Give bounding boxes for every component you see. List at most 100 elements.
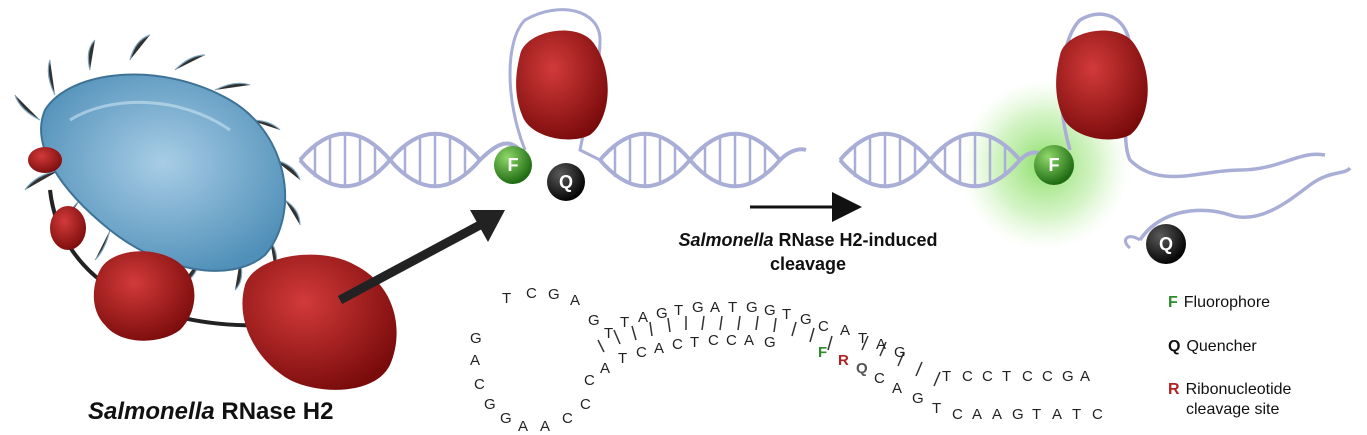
seq-bottom-base: C	[726, 332, 737, 349]
fluorophore-ball-released: F	[1034, 145, 1074, 185]
seq-top-base: A	[876, 336, 887, 353]
seq-top-base: T	[604, 325, 614, 342]
seq-tail-base: T	[1002, 368, 1012, 385]
process-caption: Salmonella RNase H2-induced cleavage	[652, 228, 964, 276]
legend-quencher-label: Quencher	[1186, 338, 1257, 355]
seq-top-base: G	[588, 312, 600, 329]
seq-bottom-base: A	[992, 406, 1003, 423]
seq-loop-base: A	[470, 352, 481, 369]
rnase-h2-enzyme-large	[242, 254, 397, 390]
seq-top-base: A	[840, 322, 851, 339]
seq-loop-base: G	[500, 410, 512, 427]
process-caption-line1-rest: RNase H2-induced	[773, 230, 938, 250]
seq-loop-base: A	[540, 418, 551, 435]
seq-top-base: C	[526, 285, 537, 302]
legend-fluorophore: F Fluorophore	[1168, 294, 1270, 312]
seq-bottom-base: C	[636, 344, 647, 361]
seq-bottom-base: A	[972, 406, 983, 423]
quencher-released-label: Q	[1159, 234, 1173, 254]
seq-loop-base: C	[474, 376, 485, 393]
seq-bottom-base: A	[600, 360, 611, 377]
fluorophore-released-label: F	[1049, 155, 1060, 175]
legend-quencher-key: Q	[1168, 338, 1181, 355]
salmonella-bacterium	[14, 34, 301, 291]
quencher-ball-label: Q	[559, 172, 573, 192]
legend-fluorophore-label: Fluorophore	[1183, 294, 1271, 311]
seq-top-base: T	[858, 330, 868, 347]
seq-fluorophore-marker: F	[818, 344, 828, 361]
rnase-h2-enzyme-probe-left	[516, 30, 608, 140]
bacterium-caption-organism: Salmonella	[88, 398, 215, 425]
seq-tail-base: T	[942, 368, 952, 385]
seq-bottom-base: C	[1092, 406, 1103, 423]
seq-bottom-base: A	[744, 332, 755, 349]
bacterium-caption-enzyme: RNase H2	[221, 398, 334, 425]
seq-bottom-base: A	[1052, 406, 1063, 423]
seq-top-base: T	[674, 302, 684, 319]
rnase-h2-enzyme-small-2	[50, 206, 86, 250]
seq-tail-base: A	[1080, 368, 1091, 385]
legend-ribonucleotide-label: Ribonucleotide	[1185, 381, 1292, 398]
arrow-to-probe-head	[470, 210, 505, 242]
bacterium-caption: Salmonella RNase H2	[88, 398, 333, 426]
legend-ribonucleotide-label2: cleavage site	[1186, 401, 1280, 418]
seq-top-base: T	[620, 314, 630, 331]
seq-tail-base: C	[1042, 368, 1053, 385]
legend-ribonucleotide-key: R	[1168, 381, 1180, 398]
seq-bottom-base: A	[654, 340, 665, 357]
seq-bottom-base: G	[764, 334, 776, 351]
seq-bottom-base: T	[1032, 406, 1042, 423]
quencher-ball-intact: Q	[547, 163, 585, 201]
sequence-base-pair-ticks	[597, 315, 941, 387]
seq-tail-base: C	[1022, 368, 1033, 385]
seq-bottom-base: G	[912, 390, 924, 407]
legend-quencher: Q Quencher	[1168, 338, 1257, 356]
seq-ribonucleotide-marker: R	[838, 352, 849, 369]
rnase-h2-enzyme-probe-right	[1056, 30, 1148, 140]
seq-top-base: G	[692, 299, 704, 316]
arrow-to-probe	[337, 221, 483, 304]
fluorophore-ball-label: F	[508, 155, 519, 175]
seq-top-base: A	[570, 292, 581, 309]
seq-bottom-base: C	[708, 332, 719, 349]
seq-top-base: G	[746, 299, 758, 316]
process-caption-line2: cleavage	[769, 254, 847, 274]
seq-top-base: T	[782, 306, 792, 323]
seq-loop-base: G	[484, 396, 496, 413]
rnase-h2-enzyme-medium	[93, 251, 195, 341]
seq-quencher-marker: Q	[856, 360, 868, 377]
seq-loop-base: A	[518, 418, 529, 435]
legend-ribonucleotide: R Ribonucleotide cleavage site	[1168, 380, 1291, 420]
seq-bottom-base: T	[618, 350, 628, 367]
seq-bottom-base: T	[1072, 406, 1082, 423]
seq-bottom-base: A	[892, 380, 903, 397]
seq-bottom-base: T	[690, 334, 700, 351]
quencher-ball-released: Q	[1146, 224, 1186, 264]
seq-top-base: T	[728, 299, 738, 316]
seq-tail-base: C	[962, 368, 973, 385]
seq-loop-base: C	[562, 410, 573, 427]
seq-top-base: T	[502, 290, 512, 307]
seq-top-base: A	[638, 309, 649, 326]
rnase-h2-enzyme-small-1	[28, 147, 62, 173]
process-caption-line1: Salmonella RNase H2-induced	[652, 228, 964, 252]
seq-bottom-base: C	[584, 372, 595, 389]
seq-top-base: G	[548, 286, 560, 303]
seq-top-base: G	[764, 302, 776, 319]
seq-bottom-base: C	[874, 370, 885, 387]
seq-top-base: G	[894, 344, 906, 361]
seq-bottom-base: T	[932, 400, 942, 417]
seq-top-base: C	[818, 318, 829, 335]
seq-top-base: G	[656, 305, 668, 322]
seq-top-base: G	[800, 311, 812, 328]
seq-loop-base: G	[470, 330, 482, 347]
seq-tail-base: C	[982, 368, 993, 385]
fluorophore-ball-intact: F	[494, 146, 532, 184]
seq-bottom-base: C	[952, 406, 963, 423]
seq-tail-base: G	[1062, 368, 1074, 385]
process-caption-organism: Salmonella	[678, 230, 774, 250]
legend-fluorophore-key: F	[1168, 294, 1178, 311]
seq-top-base: A	[710, 299, 721, 316]
seq-bottom-base: G	[1012, 406, 1024, 423]
